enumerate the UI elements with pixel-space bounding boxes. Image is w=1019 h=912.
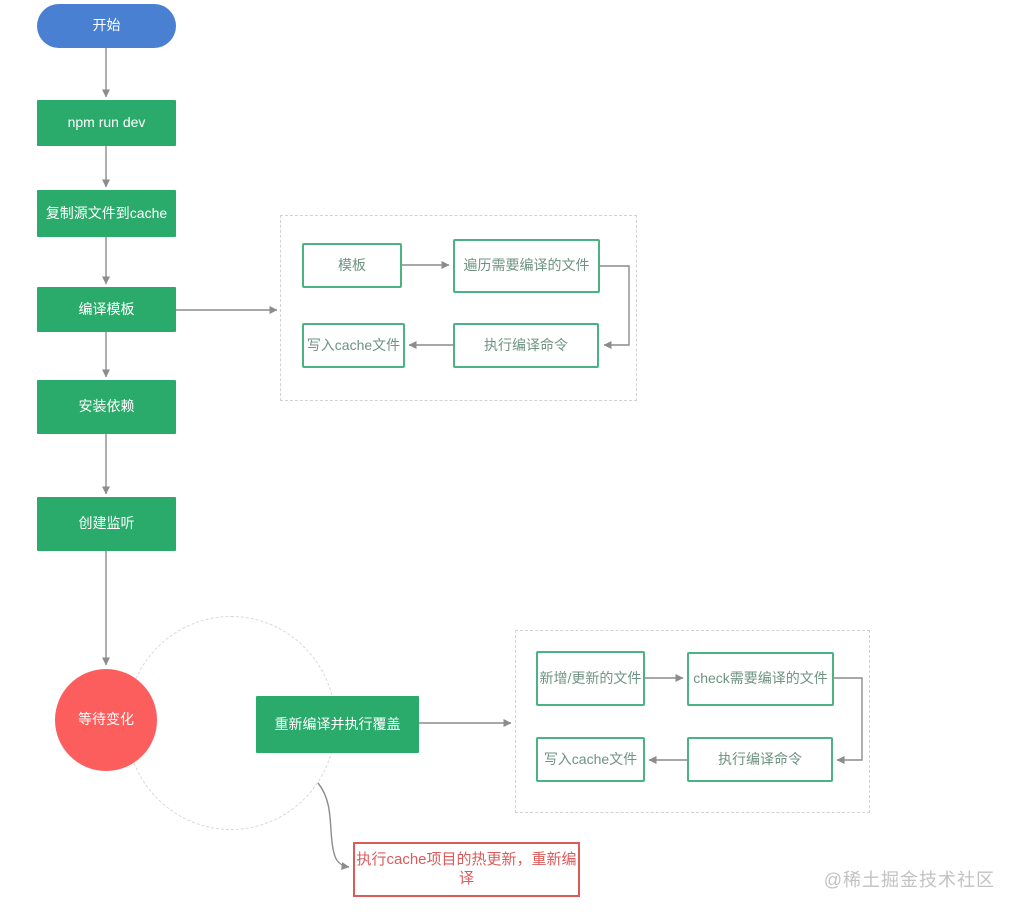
watch-group-node-check-files: check需要编译的文件 [687,652,834,706]
flow-node-wait-for-change: 等待变化 [55,669,157,771]
flow-node-recompile-overwrite: 重新编译并执行覆盖 [256,696,419,753]
flow-node-install-deps: 安装依赖 [37,380,176,434]
compile-group-dashed-box [280,215,637,401]
flow-node-start: 开始 [37,4,176,48]
flow-node-copy-source-to-cache: 复制源文件到cache [37,190,176,237]
compile-group-node-exec-compile: 执行编译命令 [453,323,599,368]
watch-group-node-write-cache: 写入cache文件 [536,737,645,782]
flow-node-npm-run-dev: npm run dev [37,100,176,146]
flow-node-compile-template: 编译模板 [37,287,176,332]
watch-group-node-exec-compile: 执行编译命令 [687,737,833,782]
watch-group-node-new-files: 新增/更新的文件 [536,651,645,706]
hot-update-note-box: 执行cache项目的热更新，重新编译 [353,842,580,897]
flow-node-create-watcher: 创建监听 [37,497,176,551]
compile-group-node-write-cache: 写入cache文件 [302,323,405,368]
watch-group-dashed-box [515,630,870,813]
compile-group-node-traverse-files: 遍历需要编译的文件 [453,239,600,293]
watermark-juejin: @稀土掘金技术社区 [823,870,995,890]
compile-group-node-template: 模板 [302,243,402,288]
